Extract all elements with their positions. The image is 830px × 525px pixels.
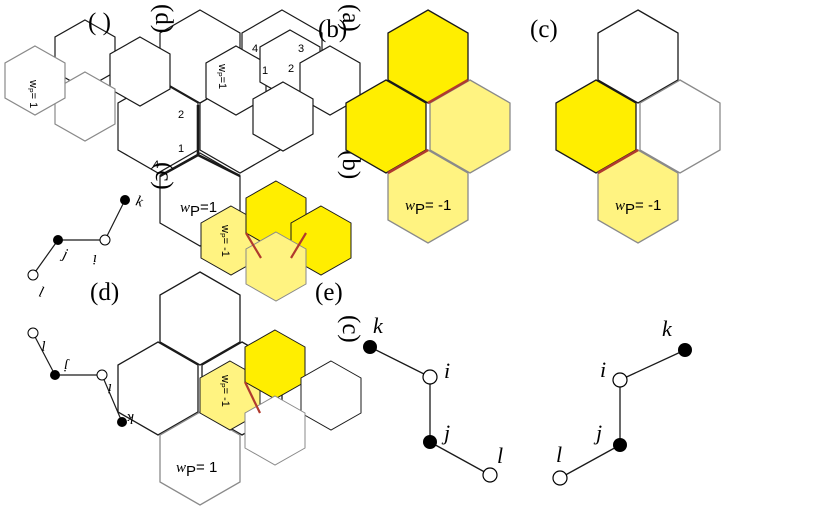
site-l: [552, 470, 568, 486]
hex-yellow-left: [345, 79, 427, 174]
ghost-thick-bond: [159, 153, 199, 178]
ghost-site-l: [27, 269, 39, 281]
site-j: [423, 435, 437, 449]
site-k: [117, 417, 127, 427]
chain-bond: [32, 332, 56, 376]
panel-label-b: (b): [318, 16, 347, 43]
panel-c: (c) wP= -1: [530, 9, 721, 244]
label-j: j: [441, 420, 450, 445]
label-i: i: [108, 380, 112, 396]
bond-number: 1: [262, 65, 268, 77]
red-bond: [597, 148, 639, 175]
red-bond: [245, 232, 262, 259]
ghost-thick-bond: [197, 153, 241, 178]
ghost-wp-label: wP=1: [180, 199, 217, 220]
ghost-panel-label: (c): [150, 162, 177, 190]
ghost-chain-bond: [32, 239, 59, 276]
label-i: i: [444, 358, 450, 383]
panel-b: (b) wP= -1: [318, 9, 511, 244]
red-bond: [387, 148, 429, 175]
hex-white-left: [117, 341, 199, 436]
ghost-site-i: [99, 234, 111, 246]
wp-label-e: wP= -1: [218, 374, 231, 407]
chain-bond: [559, 444, 621, 479]
bond-number: 4: [153, 159, 159, 171]
chain-bond: [429, 441, 491, 476]
site-k: [363, 340, 377, 354]
label-k: k: [373, 313, 384, 338]
ghost-panel-label: ( ): [88, 9, 111, 36]
hex-pale-yellow: [245, 231, 307, 302]
wp-label-b: wP= -1: [405, 197, 451, 218]
bond-number: 3: [298, 43, 304, 55]
hex-yellow-left: [555, 79, 637, 174]
ghost-hex: [117, 79, 199, 174]
hex-white-bottom: [159, 411, 241, 506]
site-j: [613, 438, 627, 452]
ghost-label-l: l: [37, 284, 45, 301]
site-i: [96, 369, 108, 381]
site-l: [27, 327, 39, 339]
hex-white-top: [597, 9, 679, 104]
label-l: l: [556, 442, 562, 467]
panel-label-e: (e): [315, 279, 343, 306]
label-j: j: [64, 358, 70, 374]
ghost-small-hex: [109, 36, 171, 107]
ghost-small-hex: [299, 45, 361, 116]
ghost-panel-label: (c): [337, 315, 364, 343]
ghost-label-j: j: [59, 246, 69, 263]
hex-white-top: [159, 271, 241, 366]
red-bond: [427, 78, 469, 105]
bond-number: 1: [178, 143, 184, 155]
bond-number: 4: [252, 43, 258, 55]
ghost-yellow-cluster: wP= -1: [200, 180, 352, 302]
panel-label-c: (c): [530, 16, 558, 43]
ghost-small-hex: [4, 45, 66, 116]
bond-number: 2: [288, 63, 294, 75]
hex-white: [244, 395, 306, 466]
ghost-small-hex: [252, 81, 314, 152]
ghost-site-j: [53, 235, 63, 245]
chain-right: k i j l: [552, 316, 692, 486]
site-l: [482, 467, 498, 483]
site-k: [678, 343, 692, 357]
chain-bond: [369, 346, 431, 378]
hex-white: [300, 360, 362, 431]
ghost-layer: wP= 1 wP=1 4 3 2 1 2 1 4 ( ) (d) (a) (b)…: [4, 4, 364, 343]
site-j: [50, 370, 60, 380]
bond-number: 2: [178, 109, 184, 121]
chain-bond: [101, 374, 123, 423]
ghost-label-k: k: [134, 193, 145, 210]
red-bond: [290, 232, 307, 259]
wp-label-c: wP= -1: [615, 197, 661, 218]
label-i: i: [600, 357, 606, 382]
label-k: k: [662, 316, 673, 341]
ghost-panel-label: (d): [150, 4, 177, 33]
panel-label-d: (d): [90, 279, 119, 306]
chain-bond: [619, 349, 686, 381]
ghost-label-i: i: [93, 251, 97, 267]
ghost-chain-bond: [104, 199, 126, 241]
red-bond: [244, 381, 261, 414]
label-l: l: [497, 443, 503, 468]
chain-center: k i j l: [363, 313, 503, 483]
ghost-site-k: [120, 195, 130, 205]
ghost-wp-label: wP= -1: [218, 224, 231, 257]
wp-label-d: wP= 1: [176, 459, 217, 480]
label-j: j: [593, 420, 602, 445]
ghost-wp-label: wP= 1: [26, 79, 39, 108]
label-l: l: [42, 337, 46, 353]
ghost-wp-label: wP=1: [215, 63, 228, 89]
ghost-panel-label: (a): [337, 4, 364, 32]
site-i: [422, 369, 438, 385]
hex-white-right: [639, 79, 721, 174]
site-i: [612, 372, 628, 388]
label-k: k: [127, 410, 134, 426]
panel-e: (e) wP= -1: [199, 279, 362, 466]
